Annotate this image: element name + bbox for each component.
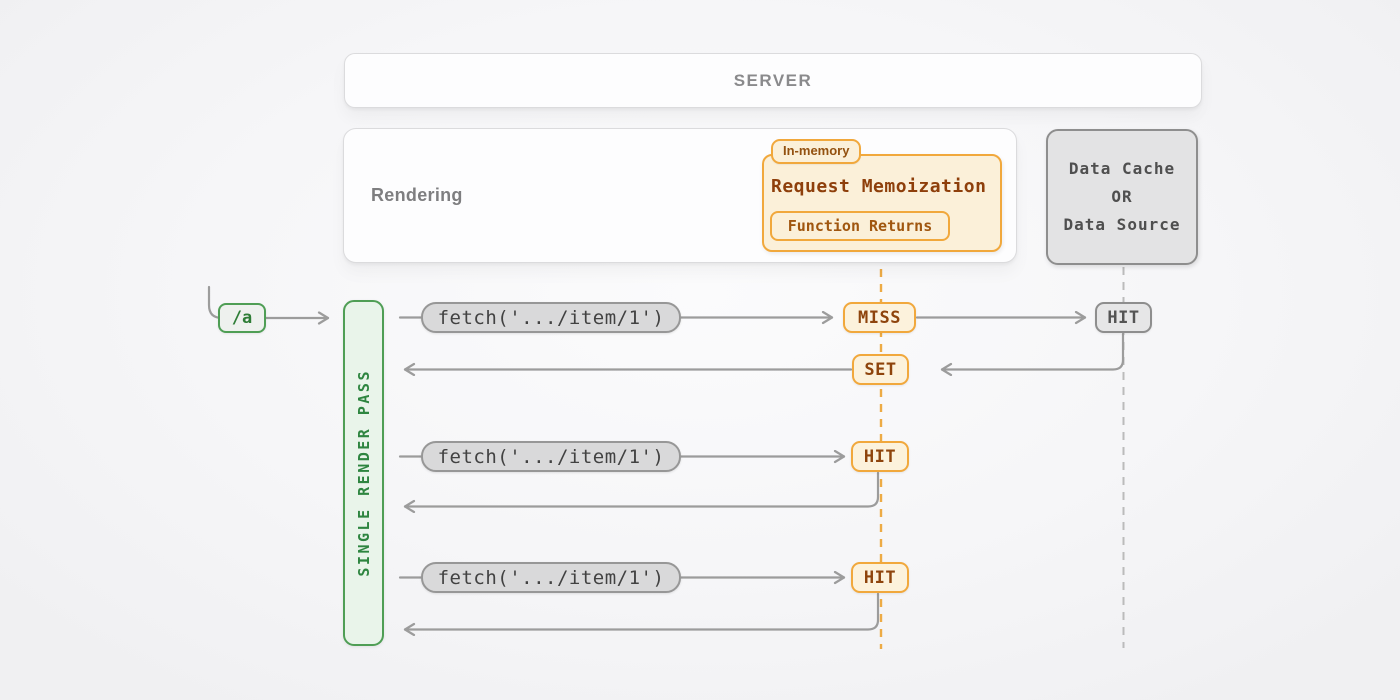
data-cache-line3: Data Source xyxy=(1063,215,1181,234)
return-cachehit-to-set xyxy=(940,332,1125,370)
return-hit2-to-renderpass xyxy=(403,471,880,507)
fetch-call-2: fetch('.../item/1') xyxy=(421,441,681,472)
single-render-pass-bar: SINGLE RENDER PASS xyxy=(343,300,384,646)
function-returns-box: Function Returns xyxy=(770,211,950,241)
memo-set-chip: SET xyxy=(852,354,909,385)
server-box: SERVER xyxy=(344,53,1202,108)
return-hit3-to-renderpass xyxy=(403,592,880,630)
route-a-chip: /a xyxy=(218,303,266,333)
cache-hit-chip: HIT xyxy=(1095,302,1152,333)
data-cache-line2: OR xyxy=(1111,187,1133,206)
memo-hit-chip-3: HIT xyxy=(851,562,909,593)
memo-miss-chip: MISS xyxy=(843,302,916,333)
data-cache-box: Data Cache OR Data Source xyxy=(1046,129,1198,265)
rendering-label: Rendering xyxy=(371,185,463,205)
server-label: SERVER xyxy=(733,70,813,90)
data-cache-line1: Data Cache xyxy=(1068,159,1176,178)
fetch-call-1: fetch('.../item/1') xyxy=(421,302,681,333)
in-memory-tag: In-memory xyxy=(771,139,862,164)
single-render-pass-label: SINGLE RENDER PASS xyxy=(354,369,373,577)
request-memoization-title: Request Memoization xyxy=(771,176,987,197)
fetch-call-3: fetch('.../item/1') xyxy=(421,562,681,593)
memo-hit-chip-2: HIT xyxy=(851,441,909,472)
